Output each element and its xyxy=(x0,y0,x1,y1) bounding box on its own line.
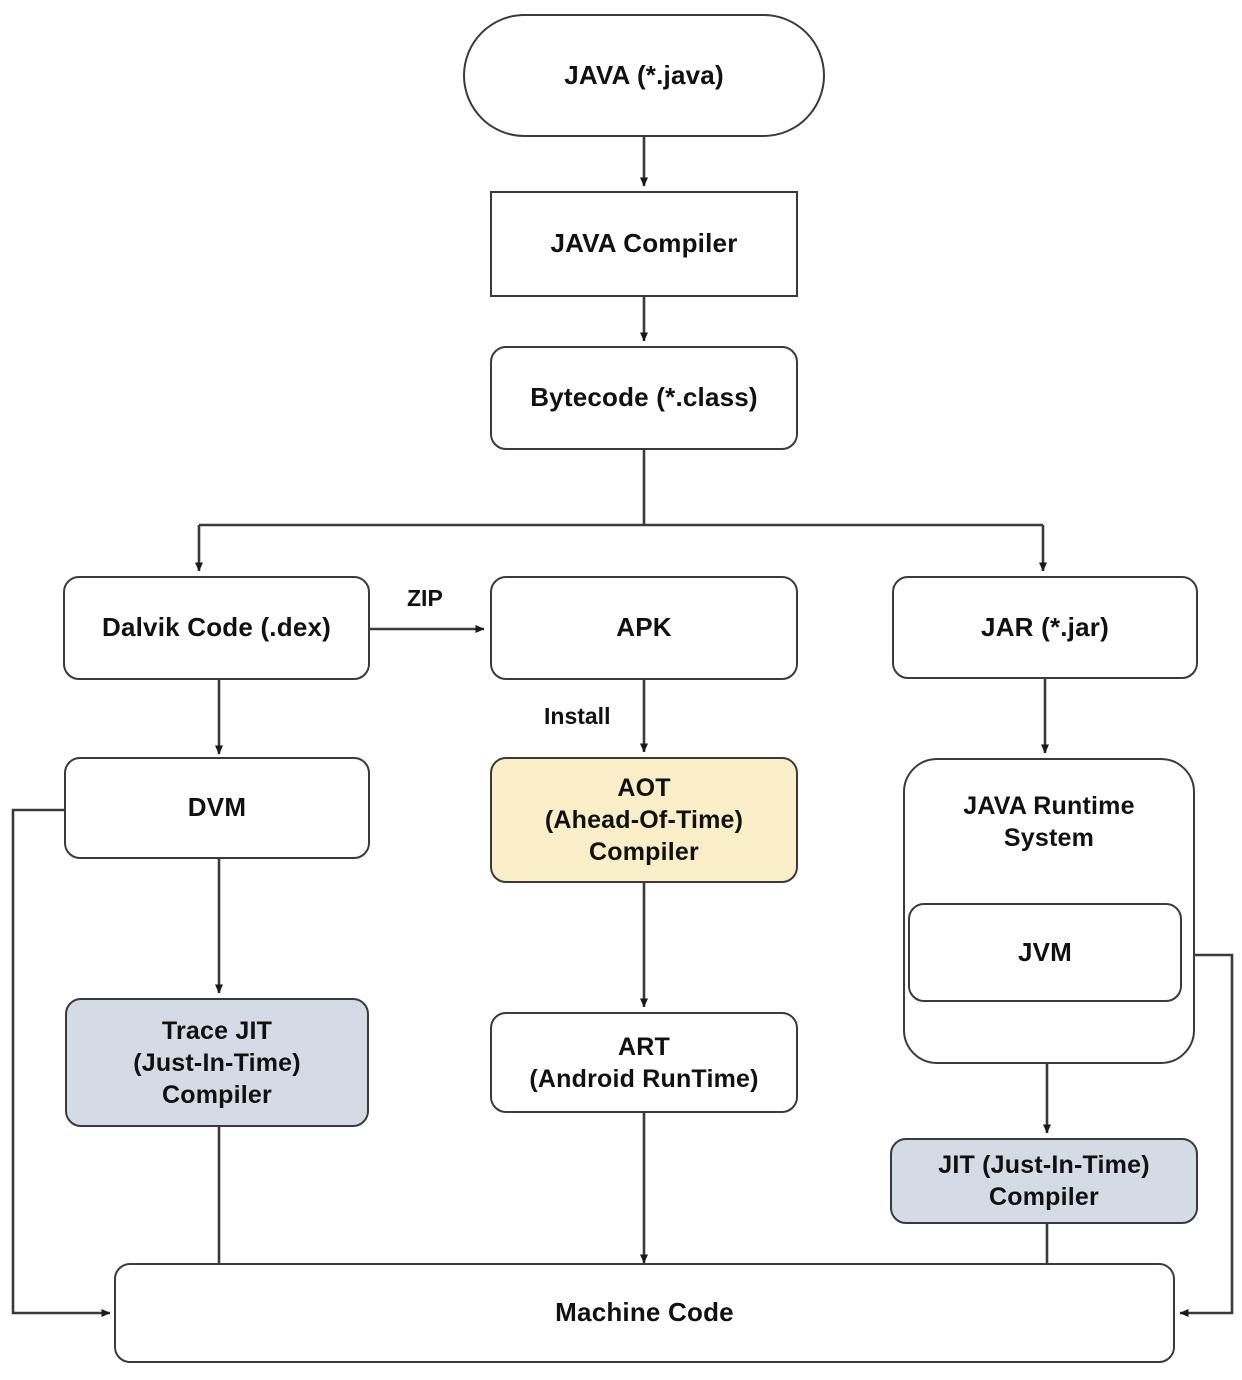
node-aot-compiler[interactable]: AOT (Ahead-Of-Time) Compiler xyxy=(490,757,798,883)
node-jar[interactable]: JAR (*.jar) xyxy=(892,576,1198,679)
node-label: Dalvik Code (.dex) xyxy=(102,612,331,643)
node-apk[interactable]: APK xyxy=(490,576,798,680)
node-label: JIT (Just-In-Time) Compiler xyxy=(938,1151,1150,1211)
node-label: JVM xyxy=(1017,936,1073,967)
node-label: Machine Code xyxy=(555,1297,734,1328)
node-label: AOT (Ahead-Of-Time) Compiler xyxy=(544,774,744,866)
node-art[interactable]: ART (Android RunTime) xyxy=(490,1012,798,1113)
node-label: JAR (*.jar) xyxy=(981,611,1109,642)
node-dvm[interactable]: DVM xyxy=(64,757,370,859)
node-label: Trace JIT (Just-In-Time) Compiler xyxy=(133,1016,301,1109)
node-dalvik-code[interactable]: Dalvik Code (.dex) xyxy=(63,576,370,680)
node-label: ART (Android RunTime) xyxy=(529,1032,759,1093)
node-label: JAVA Compiler xyxy=(550,228,738,259)
node-java-source[interactable]: JAVA (*.java) xyxy=(463,14,825,137)
node-jit-compiler[interactable]: JIT (Just-In-Time) Compiler xyxy=(890,1138,1198,1224)
node-jvm[interactable]: JVM xyxy=(908,903,1182,1002)
node-label: JAVA (*.java) xyxy=(564,59,724,90)
node-label: JAVA Runtime System xyxy=(963,792,1135,852)
node-label: APK xyxy=(616,612,672,643)
node-machine-code[interactable]: Machine Code xyxy=(114,1263,1175,1363)
node-trace-jit-compiler[interactable]: Trace JIT (Just-In-Time) Compiler xyxy=(65,998,369,1127)
node-label: Bytecode (*.class) xyxy=(530,382,758,413)
node-bytecode[interactable]: Bytecode (*.class) xyxy=(490,346,798,450)
edge-label-zip: ZIP xyxy=(407,585,443,611)
node-label: DVM xyxy=(187,792,247,823)
node-java-compiler[interactable]: JAVA Compiler xyxy=(490,191,798,297)
edge-label-install: Install xyxy=(544,703,611,729)
